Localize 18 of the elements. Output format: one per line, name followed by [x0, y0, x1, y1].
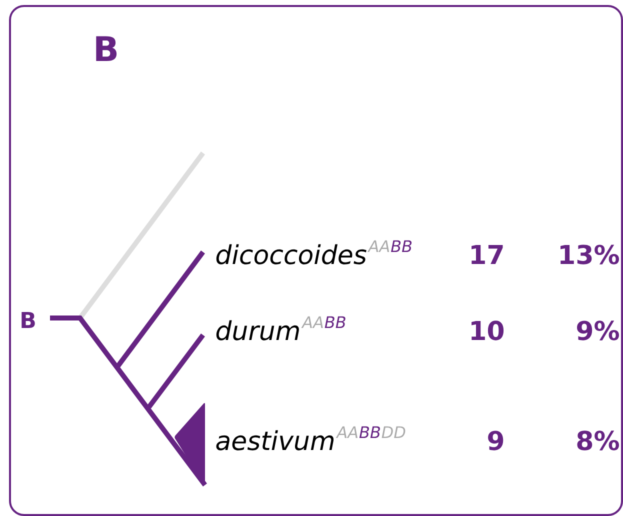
percent-value: 13%	[560, 244, 619, 264]
genome-superscript: AA	[336, 426, 358, 438]
genome-superscript: BB	[391, 240, 412, 252]
count-value: 17	[472, 245, 503, 264]
percent-value: 8%	[577, 430, 619, 450]
count-value: 10	[472, 320, 504, 340]
panel-title: B	[96, 36, 117, 61]
count-value: 9	[488, 430, 504, 450]
species-name: aestivum	[216, 430, 334, 450]
genome-superscript: BB	[359, 426, 380, 438]
percent-value: 9%	[577, 320, 619, 340]
genome-superscript: AA	[367, 240, 390, 252]
species-name: durum	[216, 320, 299, 340]
genome-superscript: AA	[301, 316, 323, 328]
genome-superscript: DD	[382, 426, 406, 438]
root-label: B	[22, 312, 35, 328]
genome-superscript: BB	[324, 316, 346, 328]
species-name: dicoccoides	[216, 244, 366, 264]
